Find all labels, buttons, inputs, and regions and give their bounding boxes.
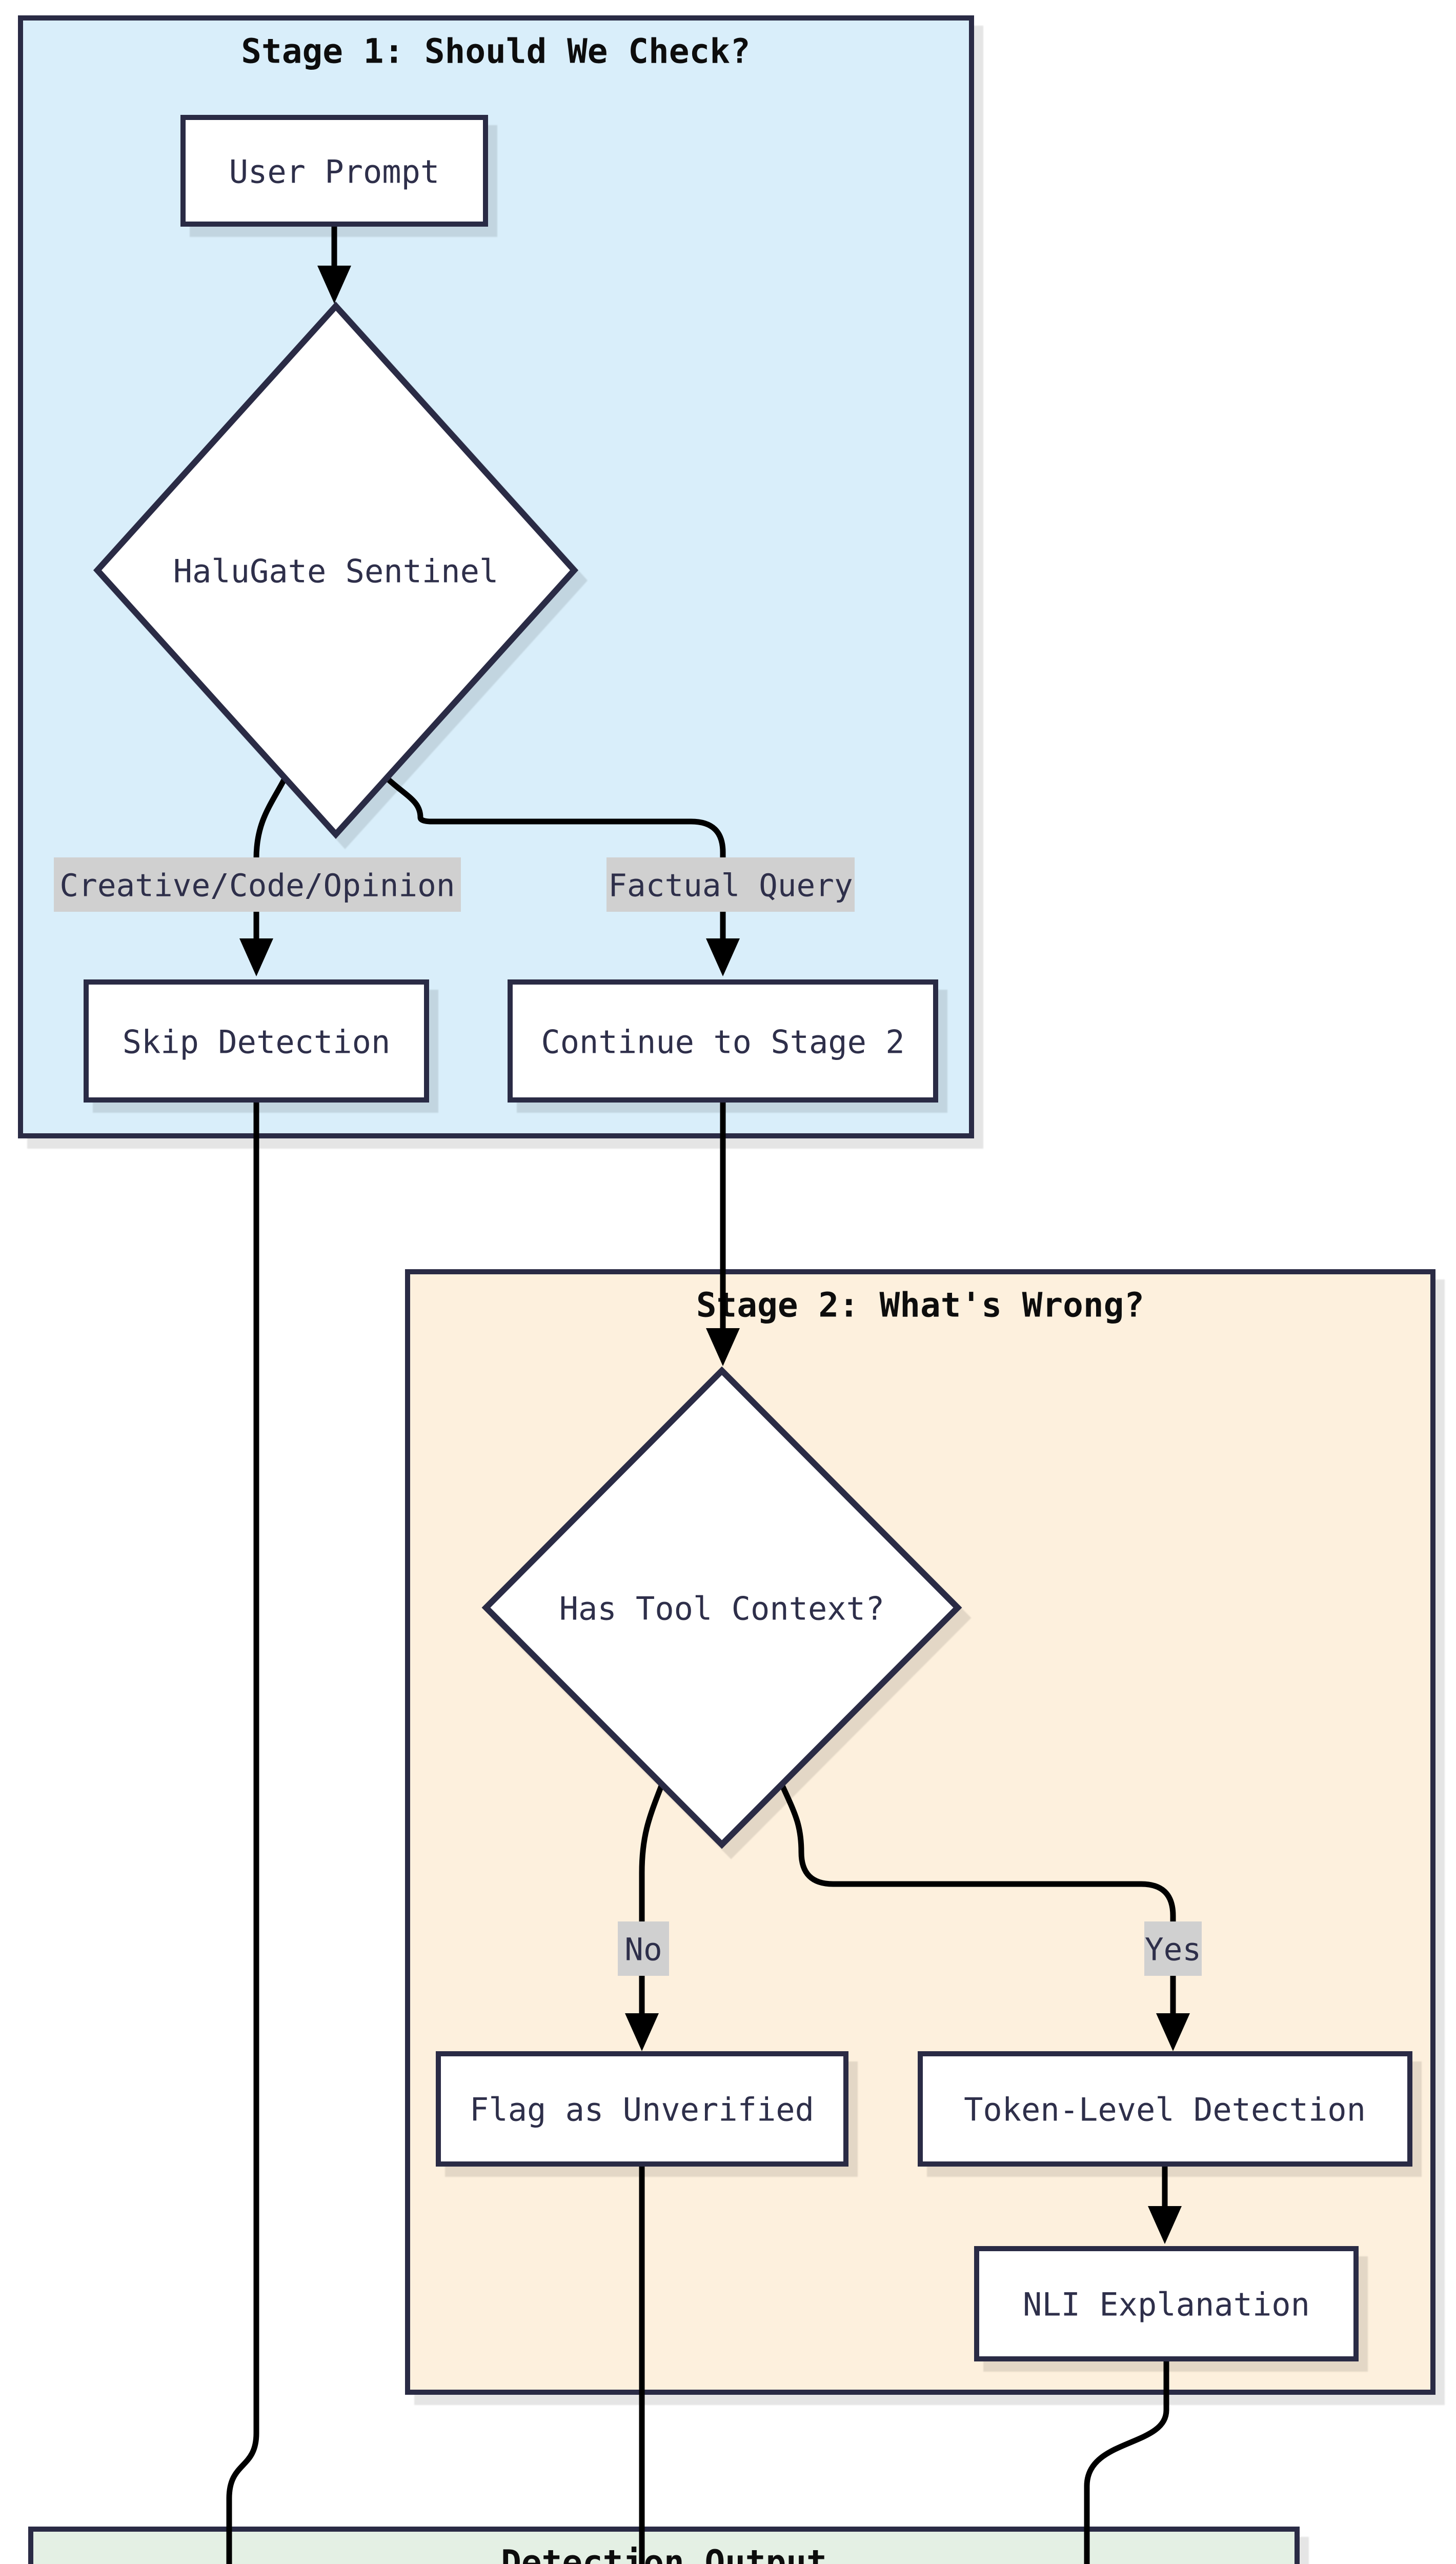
edge-label-factual: Factual Query	[608, 868, 853, 904]
node-nli-explanation-label: NLI Explanation	[1023, 2286, 1310, 2323]
node-user-prompt-box	[180, 115, 488, 227]
edge-sentinel-to-skip	[253, 776, 288, 942]
decision-has-tool-context: Has Tool Context?	[481, 1366, 962, 1849]
stage1-title: Stage 1: Should We Check?	[241, 32, 750, 71]
arrowhead-hastool	[706, 1328, 740, 1366]
node-nli-explanation: NLI Explanation	[974, 2246, 1359, 2361]
decision-has-tool-context-shape	[481, 1366, 962, 1849]
detection-output-container: Detection Output	[28, 2527, 1300, 2564]
node-continue-stage2: Continue to Stage 2	[508, 979, 938, 1103]
edge-label-bg-yes	[1144, 1921, 1202, 1976]
edge-label-bg-no	[618, 1921, 669, 1976]
arrowhead-continue	[706, 938, 740, 976]
node-flag-unverified-box	[436, 2051, 848, 2167]
decision-halugate-sentinel: HaluGate Sentinel	[93, 302, 579, 839]
edge-hastool-to-flag	[639, 1784, 665, 2016]
node-token-level-detection-box	[918, 2051, 1412, 2167]
detection-output-title: Detection Output	[501, 2543, 827, 2564]
edge-label-bg-creative	[54, 857, 461, 912]
edge-label-yes: Yes	[1145, 1932, 1201, 1968]
node-token-level-detection-label: Token-Level Detection	[964, 2091, 1366, 2129]
decision-halugate-sentinel-label: HaluGate Sentinel	[173, 553, 499, 590]
edge-label-no: No	[624, 1932, 662, 1968]
stage2-container: Stage 2: What's Wrong?	[405, 1269, 1435, 2395]
node-skip-detection-box	[84, 979, 429, 1103]
edges	[226, 224, 1190, 2564]
stage2-background	[405, 1269, 1435, 2395]
arrowhead-skip	[239, 938, 273, 976]
node-user-prompt: User Prompt	[180, 115, 488, 227]
arrowhead-sentinel	[317, 266, 351, 304]
node-skip-detection-label: Skip Detection	[123, 1024, 391, 1061]
stage2-title: Stage 2: What's Wrong?	[696, 1286, 1144, 1325]
node-token-level-detection: Token-Level Detection	[918, 2051, 1412, 2167]
node-flag-unverified-label: Flag as Unverified	[470, 2091, 814, 2129]
edge-sentinel-to-continue	[385, 775, 726, 942]
node-flag-unverified: Flag as Unverified	[436, 2051, 848, 2167]
decision-halugate-sentinel-shape	[93, 302, 579, 839]
arrowhead-nli	[1148, 2206, 1182, 2244]
node-continue-stage2-label: Continue to Stage 2	[541, 1024, 904, 1061]
edge-labels: Creative/Code/Opinion Factual Query No Y…	[54, 857, 1202, 1976]
nodes: User Prompt HaluGate Sentinel Skip Detec…	[84, 115, 1412, 2361]
node-skip-detection: Skip Detection	[84, 979, 429, 1103]
edge-hastool-to-token	[779, 1783, 1176, 2016]
arrowhead-token	[1156, 2013, 1190, 2051]
edge-skip-to-pass	[226, 1100, 259, 2564]
edge-label-creative: Creative/Code/Opinion	[59, 868, 455, 904]
edge-nli-to-detailed	[1084, 2359, 1169, 2564]
edge-label-bg-factual	[606, 857, 855, 912]
node-nli-explanation-box	[974, 2246, 1359, 2361]
arrowhead-flag	[625, 2013, 659, 2051]
node-continue-stage2-box	[508, 979, 938, 1103]
decision-has-tool-context-label: Has Tool Context?	[559, 1590, 885, 1628]
node-user-prompt-label: User Prompt	[229, 153, 440, 191]
